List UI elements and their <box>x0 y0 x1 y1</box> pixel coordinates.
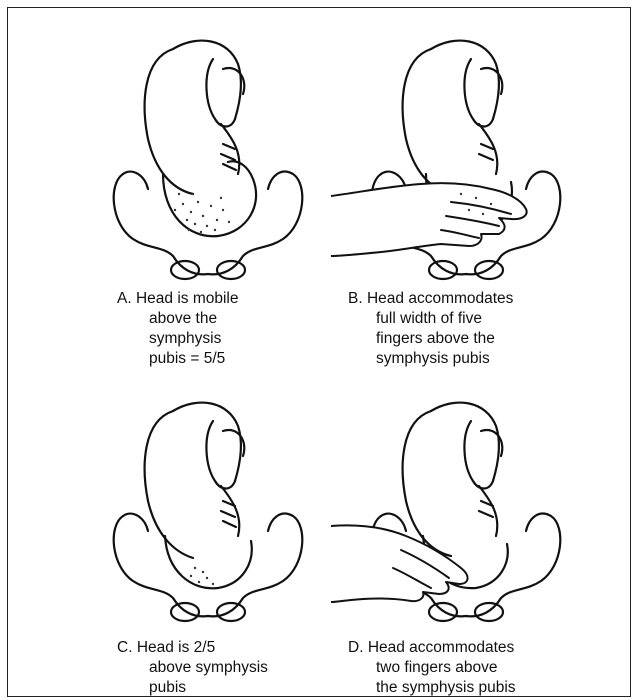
caption-a: A. Head is mobile above the symphysis pu… <box>117 289 239 369</box>
fetus-pelvis-illustration-c <box>103 386 313 646</box>
fetus-pelvis-illustration-d <box>331 386 571 646</box>
stipple-shading-c <box>190 567 214 585</box>
caption-b: B. Head accommodates full width of five … <box>348 289 513 369</box>
panel-b <box>331 24 631 294</box>
hand-illustration-d <box>331 525 468 602</box>
caption-d-line-3: the symphysis pubis <box>348 678 516 698</box>
caption-a-line-1: A. Head is mobile <box>117 289 239 309</box>
fetus-pelvis-illustration-a <box>103 24 313 289</box>
hand-illustration-b <box>331 183 527 256</box>
caption-c: C. Head is 2/5 above symphysis pubis <box>117 638 268 698</box>
caption-c-line-2: above symphysis <box>117 658 268 678</box>
caption-a-line-4: pubis = 5/5 <box>117 349 239 369</box>
figure-frame: A. Head is mobile above the symphysis pu… <box>7 7 631 697</box>
caption-b-line-2: full width of five <box>348 309 513 329</box>
caption-a-line-2: above the <box>117 309 239 329</box>
caption-b-line-3: fingers above the <box>348 329 513 349</box>
fetus-pelvis-illustration-b <box>331 24 571 289</box>
stipple-shading-a <box>174 193 230 233</box>
caption-c-line-1: C. Head is 2/5 <box>117 638 268 658</box>
caption-d-line-2: two fingers above <box>348 658 516 678</box>
caption-a-line-3: symphysis <box>117 329 239 349</box>
caption-d: D. Head accommodates two fingers above t… <box>348 638 516 698</box>
caption-c-line-3: pubis <box>117 678 268 698</box>
panel-d <box>331 386 631 646</box>
caption-d-line-1: D. Head accommodates <box>348 638 516 658</box>
caption-b-line-4: symphysis pubis <box>348 349 513 369</box>
caption-b-line-1: B. Head accommodates <box>348 289 513 309</box>
